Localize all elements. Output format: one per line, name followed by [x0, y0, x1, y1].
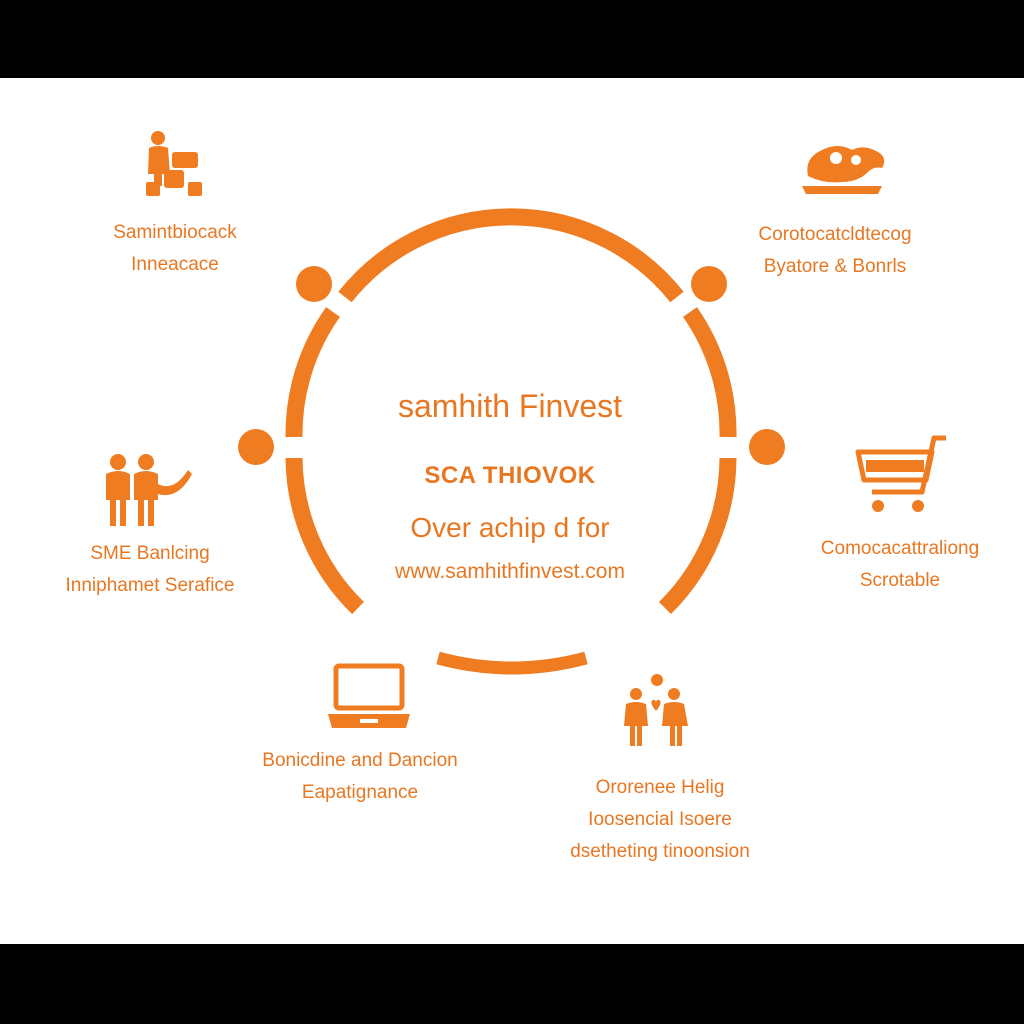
laptop-icon [328, 663, 410, 728]
center-tagline: Over achip d for [410, 512, 610, 543]
top-letterbox-bar [0, 0, 1024, 78]
couple-heart-icon [624, 674, 688, 746]
ring-arc-bottom [436, 651, 588, 675]
segment-label-line: Scrotable [859, 570, 941, 591]
ring-node-left [238, 429, 274, 465]
segment-label-line: Byatore & Bonrls [763, 256, 907, 277]
segment-label-line: Samintbiocack [113, 222, 237, 243]
segment-label-line: SME Banlcing [90, 543, 210, 564]
segment-label-line: Inniphamet Serafice [65, 575, 235, 596]
segment-label-top-left: Samintbiocack Inneacace [70, 217, 280, 281]
people-greeting-icon [106, 454, 192, 526]
shopping-cart-icon [855, 435, 946, 512]
ring-arc-top [338, 208, 684, 303]
segment-label-line: Corotocatcldtecog [758, 224, 912, 245]
segment-label-line: Ororenee Helig [595, 777, 725, 798]
segment-label-line: Inneacace [131, 254, 219, 275]
ring-node-right [749, 429, 785, 465]
brand-name: samhith Finvest [397, 388, 623, 424]
ring-arc-right [682, 307, 737, 438]
ring-arc-lower-right [658, 457, 737, 615]
segment-label-line: Ioosencial Isoere [588, 809, 732, 830]
ring-arc-left [285, 307, 340, 438]
segment-label-bottom-left: Bonicdine and Dancion Eapatignance [230, 745, 490, 809]
segment-label-bottom-right: Ororenee Helig Ioosencial Isoere dsethet… [530, 772, 790, 868]
segment-label-left: SME Banlcing Inniphamet Serafice [30, 538, 270, 602]
people-puzzle-icon [146, 131, 202, 196]
ring-node-top-right [691, 266, 727, 302]
handshake-icon [802, 146, 885, 194]
segment-label-right: Comocacattraliong Scrotable [790, 533, 1010, 597]
center-subtitle: SCA THIOVOK [424, 462, 596, 489]
segment-label-line: Comocacattraliong [820, 538, 980, 559]
segment-label-top-right: Corotocatcldtecog Byatore & Bonrls [730, 219, 940, 283]
website-url: www.samhithfinvest.com [395, 560, 625, 583]
ring-node-top-left [296, 266, 332, 302]
segment-label-line: dsetheting tinoonsion [570, 841, 750, 862]
segment-label-line: Eapatignance [301, 782, 419, 803]
segment-label-line: Bonicdine and Dancion [262, 750, 458, 771]
ring-arc-lower-left [285, 457, 364, 615]
bottom-letterbox-bar [0, 944, 1024, 1024]
